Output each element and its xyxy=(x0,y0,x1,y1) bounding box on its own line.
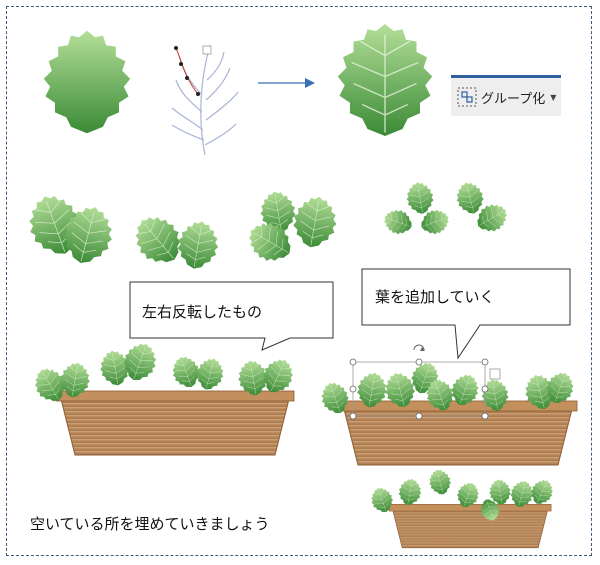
leaf-shape-solid xyxy=(43,30,131,134)
rotate-handle-icon[interactable] xyxy=(413,344,425,351)
planter-bottom xyxy=(367,467,557,549)
instruction-text: 空いている所を埋めていきましょう xyxy=(30,515,270,533)
callout-text-flipped: 左右反転したもの xyxy=(142,303,263,321)
planter-left xyxy=(28,338,299,456)
group-button[interactable]: グループ化 ▼ xyxy=(451,75,561,116)
illustration-frame xyxy=(6,6,592,556)
leaf-with-veins xyxy=(338,24,433,136)
callout-box-flipped xyxy=(129,281,334,351)
layout-options-icon-2[interactable] xyxy=(489,368,501,380)
leaf-cluster-5 xyxy=(453,179,513,238)
planter-right xyxy=(317,358,578,466)
leaf-cluster-1 xyxy=(20,188,118,269)
selection-handles[interactable] xyxy=(349,358,489,420)
leaf-cluster-3 xyxy=(241,188,341,269)
vein-edit-path[interactable] xyxy=(174,46,200,96)
group-icon xyxy=(457,87,477,107)
chevron-down-icon[interactable]: ▼ xyxy=(550,92,557,102)
group-button-label: グループ化 xyxy=(481,91,546,107)
arrow-right-icon xyxy=(258,78,315,88)
leaf-cluster-2 xyxy=(125,207,222,274)
callout-text-add-leaves: 葉を追加していく xyxy=(375,288,495,306)
callout-box-add-leaves xyxy=(361,268,571,360)
leaf-cluster-4 xyxy=(380,180,452,238)
vein-drawing xyxy=(171,44,239,156)
layout-options-icon[interactable] xyxy=(202,45,212,55)
